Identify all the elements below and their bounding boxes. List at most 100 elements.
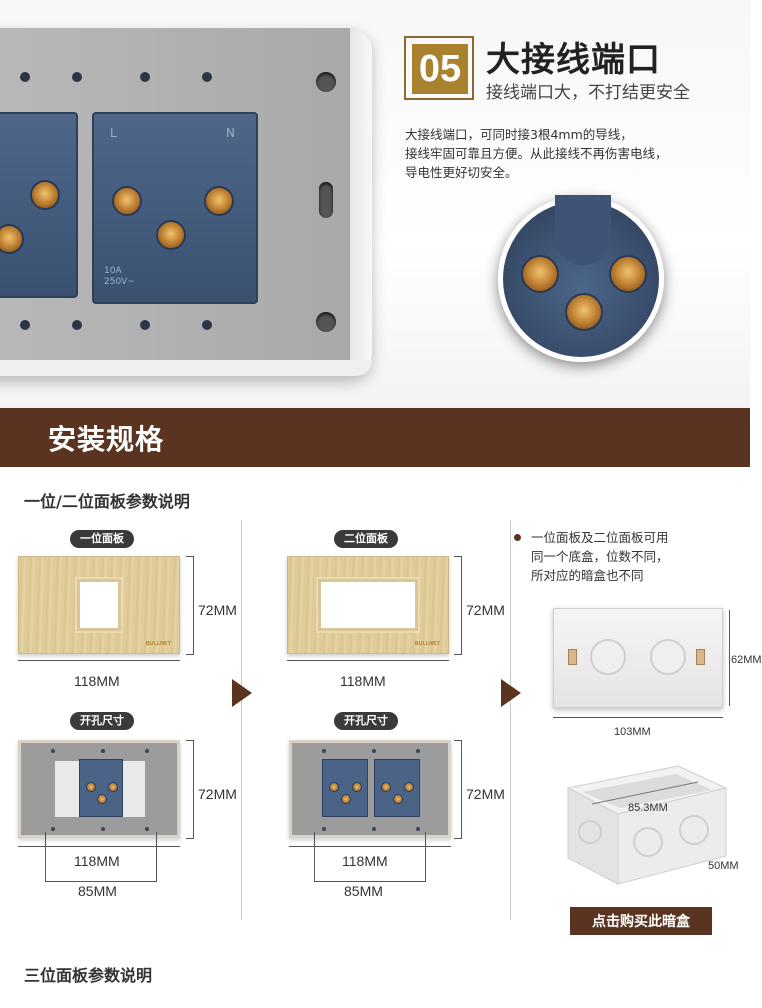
height-dim-line <box>193 556 194 654</box>
screw-lug <box>696 649 705 665</box>
spec-subtitle-1-2: 一位/二位面板参数说明 <box>24 492 190 511</box>
rating-volt: 250V~ <box>104 277 135 287</box>
arrow-right-icon <box>501 679 521 707</box>
column-divider <box>241 520 242 920</box>
screw <box>20 320 30 330</box>
feature-number: 05 <box>412 44 468 94</box>
single-cutout-image <box>18 740 180 838</box>
mini-terminal <box>381 782 391 792</box>
dim-tick <box>454 556 462 557</box>
feature-line: 导电性更好切安全。 <box>405 165 518 180</box>
back-box-depth: 50MM <box>708 860 739 872</box>
spacing-dim-line <box>314 881 426 882</box>
live-label: L <box>110 126 117 140</box>
terminal-screw-zoom <box>521 255 559 293</box>
column-divider <box>510 520 511 920</box>
dim-tick <box>186 556 194 557</box>
panel-bottom-edge <box>0 360 372 376</box>
screw <box>372 749 376 753</box>
terminal-screw-zoom <box>609 255 647 293</box>
spacing-dim-line <box>425 832 426 882</box>
terminal-screw <box>0 224 24 254</box>
knockout-hole <box>590 639 626 675</box>
width-dim-line <box>18 660 180 661</box>
screw <box>51 749 55 753</box>
back-box-width: 103MM <box>614 726 651 738</box>
dim-tick <box>186 654 194 655</box>
screw <box>140 320 150 330</box>
screw <box>372 827 376 831</box>
feature-section: L N 10A 250V~ 05 大接线端口 接线端口大，不打结更安全 大接线端… <box>0 0 750 408</box>
panel-window <box>77 579 121 631</box>
dim-tick <box>186 838 194 839</box>
height-dim-line <box>729 610 730 706</box>
dim-tick <box>454 838 462 839</box>
panel-window <box>318 579 418 631</box>
height-dim-line <box>461 556 462 654</box>
feature-title: 大接线端口 <box>486 41 661 79</box>
screw <box>51 827 55 831</box>
back-box-height: 62MM <box>731 654 762 666</box>
mini-terminal <box>341 794 351 804</box>
back-box-iso-image <box>566 765 728 885</box>
screw <box>416 749 420 753</box>
socket-module-right: L N 10A 250V~ <box>92 112 258 304</box>
back-box-inner-spacing: 85.3MM <box>628 802 668 814</box>
screw <box>145 749 149 753</box>
note-line: 一位面板及二位面板可用 <box>531 530 669 545</box>
terminal-screw-zoom <box>565 293 603 331</box>
screw <box>322 749 326 753</box>
buy-back-box-button[interactable]: 点击购买此暗盒 <box>570 907 712 935</box>
double-cutout-width: 118MM <box>342 853 388 869</box>
terminal-screw <box>112 186 142 216</box>
brand-mark: BULLNET <box>145 641 171 647</box>
feature-line: 接线牢固可靠且方便。从此接线不再伤害电线， <box>405 146 668 161</box>
screw <box>416 827 420 831</box>
terminal-neck <box>555 195 611 265</box>
mounting-hole <box>316 312 336 332</box>
mini-socket-module <box>322 759 368 817</box>
neutral-label: N <box>226 126 235 140</box>
spec-subtitle-3: 三位面板参数说明 <box>24 966 153 985</box>
double-panel-width: 118MM <box>340 673 386 689</box>
single-panel-height: 72MM <box>198 602 237 618</box>
single-cutout-label: 开孔尺寸 <box>70 712 134 730</box>
width-dim-line <box>553 717 723 718</box>
panel-rim <box>350 28 372 376</box>
double-panel-height: 72MM <box>466 602 505 618</box>
section-banner: 安装规格 <box>0 408 750 467</box>
screw <box>140 72 150 82</box>
screw <box>101 827 105 831</box>
double-cutout-label: 开孔尺寸 <box>334 712 398 730</box>
mini-socket-module <box>79 759 123 817</box>
note-line: 所对应的暗盒也不同 <box>531 568 644 583</box>
mounting-hole <box>316 72 336 92</box>
dim-tick <box>454 740 462 741</box>
terminal-screw <box>204 186 234 216</box>
dim-tick <box>454 654 462 655</box>
single-cutout-width: 118MM <box>74 853 120 869</box>
screw <box>72 320 82 330</box>
single-panel-width: 118MM <box>74 673 120 689</box>
screw <box>101 749 105 753</box>
terminal-screw <box>156 220 186 250</box>
mini-terminal <box>329 782 339 792</box>
mini-terminal <box>393 794 403 804</box>
feature-subtitle: 接线端口大，不打结更安全 <box>486 83 690 103</box>
back-box-note: 一位面板及二位面板可用 同一个底盒，位数不同， 所对应的暗盒也不同 <box>531 528 731 585</box>
double-hole-spacing: 85MM <box>344 883 383 899</box>
mounting-slot <box>319 182 333 218</box>
socket-module-left <box>0 112 78 298</box>
width-dim-line <box>18 846 180 847</box>
screw <box>20 72 30 82</box>
single-panel-label: 一位面板 <box>70 530 134 548</box>
height-dim-line <box>461 740 462 838</box>
width-dim-line <box>289 846 451 847</box>
screw <box>72 72 82 82</box>
feature-line: 大接线端口，可同时接3根4mm的导线， <box>405 127 633 142</box>
dim-tick <box>186 740 194 741</box>
screw-lug <box>568 649 577 665</box>
note-line: 同一个底盒，位数不同， <box>531 549 669 564</box>
mini-terminal <box>352 782 362 792</box>
feature-description: 大接线端口，可同时接3根4mm的导线， 接线牢固可靠且方便。从此接线不再伤害电线… <box>405 125 735 182</box>
